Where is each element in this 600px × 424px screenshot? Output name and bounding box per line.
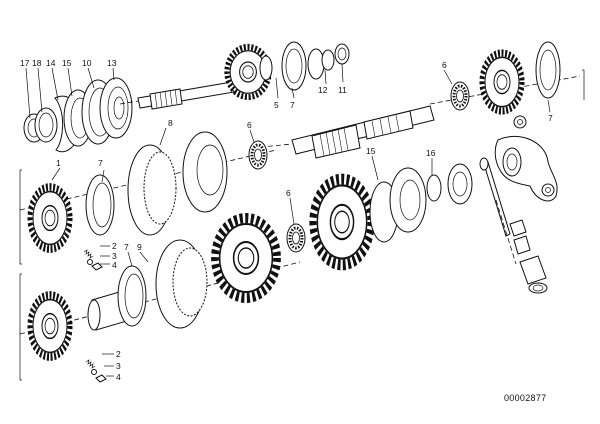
callout-7-upper-mid: 7 xyxy=(290,100,295,110)
callout-2-middle: 2 xyxy=(112,241,117,251)
middle-gear-row xyxy=(19,127,277,249)
callout-18: 18 xyxy=(32,58,42,68)
callout-13: 13 xyxy=(107,58,117,68)
upper-left-synchro-assembly xyxy=(23,77,133,153)
callout-2-lower: 2 xyxy=(116,349,121,359)
reference-number: 00002877 xyxy=(504,393,547,403)
callout-1: 1 xyxy=(56,158,61,168)
upper-right-gear-cluster xyxy=(443,41,561,112)
assembly-brackets xyxy=(19,69,585,381)
callout-10: 10 xyxy=(82,58,92,68)
callout-7-middle-left: 7 xyxy=(98,158,103,168)
callout-12: 12 xyxy=(318,85,328,95)
callout-7-right: 7 xyxy=(548,113,553,123)
callout-16: 16 xyxy=(426,148,436,158)
selector-shaft-bracket xyxy=(479,115,558,294)
callout-15-middle: 15 xyxy=(366,146,376,156)
callout-5-upper: 5 xyxy=(274,100,279,110)
input-shaft xyxy=(119,41,350,110)
detent-parts xyxy=(83,245,114,383)
callout-4-lower: 4 xyxy=(116,372,121,382)
main-shaft xyxy=(251,75,581,159)
callout-4-middle: 4 xyxy=(112,260,117,270)
callout-11: 11 xyxy=(338,85,347,95)
callout-labels: 17 18 14 15 10 13 5 7 12 11 6 7 8 6 15 1… xyxy=(20,58,553,382)
callout-14: 14 xyxy=(46,58,56,68)
callout-6-upper-right: 6 xyxy=(442,60,447,70)
callout-8: 8 xyxy=(168,118,173,128)
callout-6-lower: 6 xyxy=(286,188,291,198)
callout-17-upper: 17 xyxy=(20,58,30,68)
callout-7-lower: 7 xyxy=(124,242,129,252)
lower-gear-row xyxy=(19,218,301,357)
callout-leaders-upper-left xyxy=(25,67,115,119)
callout-15-upper: 15 xyxy=(62,58,72,68)
callout-3-middle: 3 xyxy=(112,251,117,261)
callout-9: 9 xyxy=(137,242,142,252)
middle-right-gear-assembly xyxy=(285,155,473,265)
callout-3-lower: 3 xyxy=(116,361,121,371)
callout-6-middle: 6 xyxy=(247,120,252,130)
